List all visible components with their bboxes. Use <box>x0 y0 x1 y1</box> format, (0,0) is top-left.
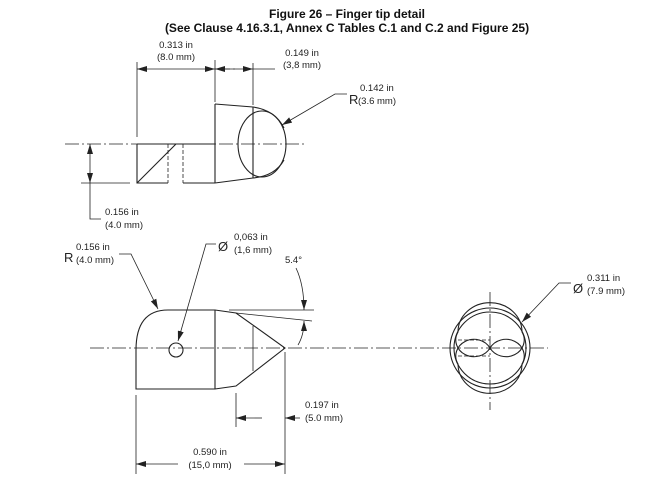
dim-label: 0.156 in <box>105 207 139 218</box>
dim-label: (3.6 mm) <box>358 96 396 107</box>
figure-title: Figure 26 – Finger tip detail <box>269 7 425 21</box>
tip-sphere <box>237 110 287 178</box>
dim-label: 0.313 in <box>159 40 193 51</box>
diameter-leader <box>521 282 571 323</box>
hole <box>168 342 184 358</box>
hole-leader <box>177 243 216 342</box>
side-view: 5.4° R 0.156 in (4.0 mm) Ø 0,063 in (1,6… <box>64 232 548 474</box>
end-view: Ø 0.311 in (7.9 mm) <box>449 273 625 410</box>
extension-lines <box>136 60 254 137</box>
angle-arrow <box>297 320 307 346</box>
angle-arrow <box>295 267 307 311</box>
hidden-lines <box>167 144 184 183</box>
dim-label: (15,0 mm) <box>188 460 231 471</box>
dim-label: (4.0 mm) <box>105 220 143 231</box>
diameter-symbol: Ø <box>218 239 228 254</box>
radius-leader <box>119 253 159 310</box>
diameter-symbol: Ø <box>573 281 583 296</box>
inner-circle <box>453 311 527 385</box>
dim-label: (1,6 mm) <box>234 245 272 256</box>
dim-label: 0.142 in <box>360 83 394 94</box>
radius-leader <box>281 93 347 126</box>
dim-label: (7.9 mm) <box>587 286 625 297</box>
finger-body <box>136 104 216 184</box>
dim-label: 0.590 in <box>193 447 227 458</box>
dim-label: 0.197 in <box>305 400 339 411</box>
angle-label: 5.4° <box>285 255 302 266</box>
hidden-lines <box>458 339 490 357</box>
figure-subtitle: (See Clause 4.16.3.1, Annex C Tables C.1… <box>165 21 529 35</box>
dim-label: (3,8 mm) <box>283 60 321 71</box>
angle-lines <box>229 309 314 322</box>
radius-symbol: R <box>349 92 358 107</box>
dim-label: (8.0 mm) <box>157 52 195 63</box>
finger-body <box>135 309 286 390</box>
dim-label: 0.156 in <box>76 242 110 253</box>
radius-symbol: R <box>64 250 73 265</box>
top-view: 0.313 in (8.0 mm) 0.149 in (3,8 mm) R 0.… <box>65 40 396 231</box>
dim-label: (4.0 mm) <box>76 255 114 266</box>
extension-lines <box>135 352 286 474</box>
dim-leader <box>89 183 101 220</box>
outer-circle <box>449 307 531 389</box>
dim-label: 0.311 in <box>587 273 620 284</box>
dim-label: 0.149 in <box>285 48 319 59</box>
dim-label: 0,063 in <box>234 232 268 243</box>
dim-label: (5.0 mm) <box>305 413 343 424</box>
